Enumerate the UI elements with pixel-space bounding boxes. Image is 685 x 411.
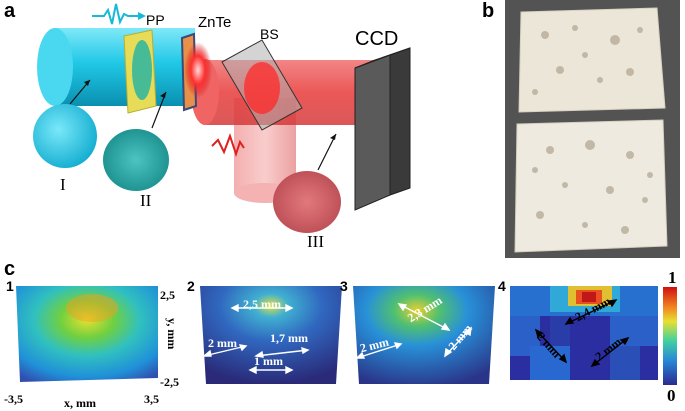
map1-x-right: 3,5 (144, 392, 159, 406)
map4-cells (510, 286, 658, 380)
probe-pulse-icon (211, 133, 245, 158)
colorbar-min: 0 (667, 386, 676, 405)
label-III: III (307, 232, 324, 251)
label-bs: BS (260, 26, 279, 42)
label-II: II (140, 191, 152, 210)
foam-sample-bottom (514, 119, 668, 253)
map4-number: 4 (498, 278, 506, 294)
map1-y-label: y, mm (165, 318, 179, 350)
colorbar (663, 287, 677, 385)
arrow-III (317, 133, 337, 171)
label-ccd: CCD (355, 28, 399, 50)
pp-aperture (132, 40, 152, 100)
colorbar-max: 1 (668, 268, 677, 287)
label-znte: ZnTe (198, 14, 232, 31)
map-1 (16, 286, 158, 382)
map2-meas-c: 1,7 mm (270, 331, 308, 345)
map2-number: 2 (187, 278, 195, 294)
foam-pores (532, 25, 653, 234)
ccd-front (354, 54, 391, 211)
panel-label-a: a (4, 0, 16, 22)
panel-label-c: c (4, 258, 16, 280)
map1-x-left: -3,5 (4, 392, 23, 406)
map1-x-label: x, mm (64, 396, 96, 410)
map1-y-top: 2,5 (160, 288, 175, 302)
thz-beam-start (37, 28, 73, 106)
znte-spot (184, 42, 212, 98)
ccd-top (354, 47, 411, 69)
foam-photo (505, 0, 680, 258)
map2-meas-d: 1 mm (254, 354, 283, 368)
thz-pulse-icon (92, 3, 142, 25)
panel-label-b: b (482, 0, 495, 22)
beam-profile-I (33, 104, 97, 168)
ccd-side (389, 47, 411, 196)
map2-meas-a: 2,5 mm (243, 297, 281, 311)
arrow-II (151, 91, 167, 129)
label-pp: PP (146, 12, 165, 28)
map1-number: 1 (6, 278, 14, 294)
map3-number: 3 (340, 278, 348, 294)
map-4 (510, 286, 658, 380)
foam-sample-top (518, 7, 666, 113)
map2-meas-b: 2 mm (208, 336, 237, 350)
beam-profile-II (103, 129, 169, 191)
thz-pulse-arrow (138, 12, 146, 20)
map-3 (353, 286, 495, 384)
map1-y-bottom: -2,5 (160, 375, 179, 389)
map-2 (200, 286, 342, 384)
setup-diagram (33, 3, 411, 233)
bs-spot (244, 62, 280, 114)
beam-profile-III (273, 171, 341, 233)
label-I: I (60, 175, 66, 194)
